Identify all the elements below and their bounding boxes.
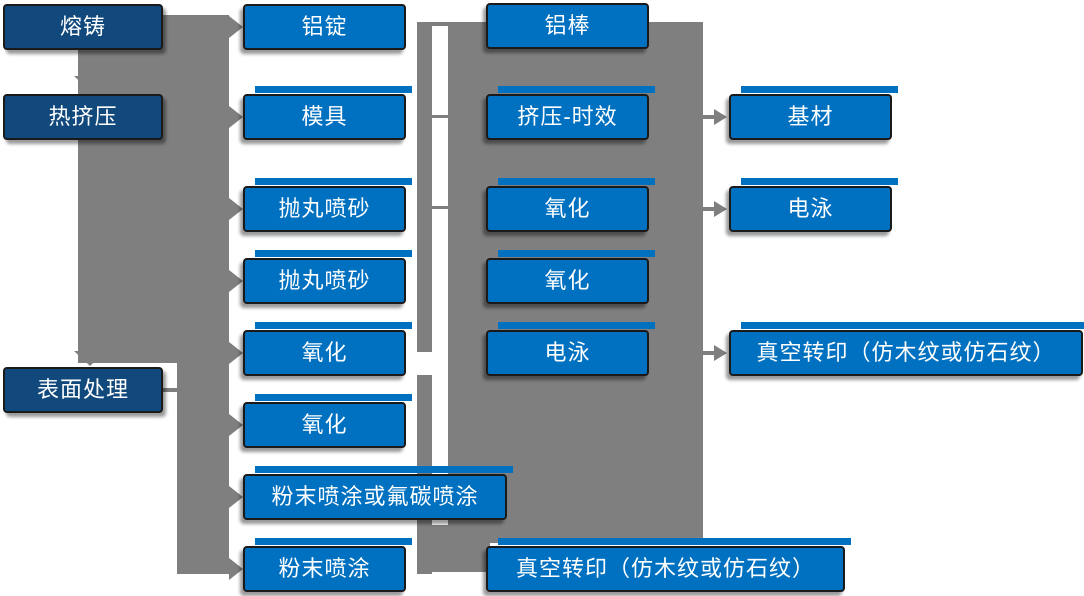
surface-treatment-link-connector — [163, 388, 180, 392]
shaft-to-electrophoresis-connector — [703, 207, 715, 211]
arrow-to-shot-blasting-2-icon — [229, 270, 243, 292]
box-oxidation-1: 氧化 — [243, 322, 412, 376]
arrow-to-aluminum-ingot-icon — [229, 16, 243, 38]
arrow-to-powder-fluorocarbon-icon — [229, 486, 243, 508]
box-shot-blasting-1: 抛丸喷砂 — [243, 178, 412, 232]
box-powder-coating: 粉末喷涂 — [243, 538, 412, 592]
shaft-to-substrate-connector — [703, 115, 715, 119]
box-mold: 模具 — [243, 86, 412, 140]
arrow-to-vacuum-print-right-icon — [714, 345, 727, 361]
box-powder-or-fluorocarbon-coating: 粉末喷涂或氟碳喷涂 — [243, 466, 513, 520]
arrow-to-mold-icon — [229, 106, 243, 128]
arrow-to-hot-extrusion-icon — [74, 76, 106, 91]
box-oxidation-4: 氧化 — [486, 250, 655, 304]
mid-top-link-connector — [432, 22, 448, 26]
box-shot-blasting-2: 抛丸喷砂 — [243, 250, 412, 304]
box-vacuum-transfer-print-bottom: 真空转印（仿木纹或仿石纹） — [486, 538, 851, 592]
box-oxidation-2: 氧化 — [243, 394, 412, 448]
box-electrophoresis-2: 电泳 — [729, 178, 898, 232]
mid-bus-upper-connector — [417, 22, 432, 352]
mid-link-row2-connector — [432, 115, 448, 118]
box-electrophoresis-1: 电泳 — [486, 322, 655, 376]
box-melting-casting: 熔铸 — [3, 4, 163, 50]
bottom-bridge-connector — [432, 525, 490, 572]
arrow-to-shot-blasting-1-icon — [229, 198, 243, 220]
arrow-to-oxidation-2-icon — [229, 414, 243, 436]
arrow-to-powder-coating-icon — [229, 558, 243, 580]
arrow-to-substrate-icon — [714, 109, 727, 125]
box-surface-treatment: 表面处理 — [3, 367, 163, 413]
mid-link-row3-connector — [432, 206, 448, 209]
left-bus-lower-connector — [177, 363, 229, 574]
box-extrusion-aging: 挤压-时效 — [486, 86, 655, 140]
arrow-to-surface-treatment-icon — [74, 351, 106, 366]
arrow-to-oxidation-1-icon — [229, 342, 243, 364]
box-hot-extrusion: 热挤压 — [3, 94, 163, 140]
box-aluminum-rod: 铝棒 — [486, 3, 649, 49]
box-oxidation-3: 氧化 — [486, 178, 655, 232]
shaft-to-vacuum-print-connector — [703, 351, 715, 355]
arrow-to-electrophoresis-2-icon — [714, 201, 727, 217]
box-substrate: 基材 — [729, 86, 898, 140]
casting-to-ingot-stub-connector — [163, 15, 229, 46]
box-aluminum-ingot: 铝锭 — [243, 4, 406, 50]
box-vacuum-transfer-print-right: 真空转印（仿木纹或仿石纹） — [729, 322, 1084, 376]
